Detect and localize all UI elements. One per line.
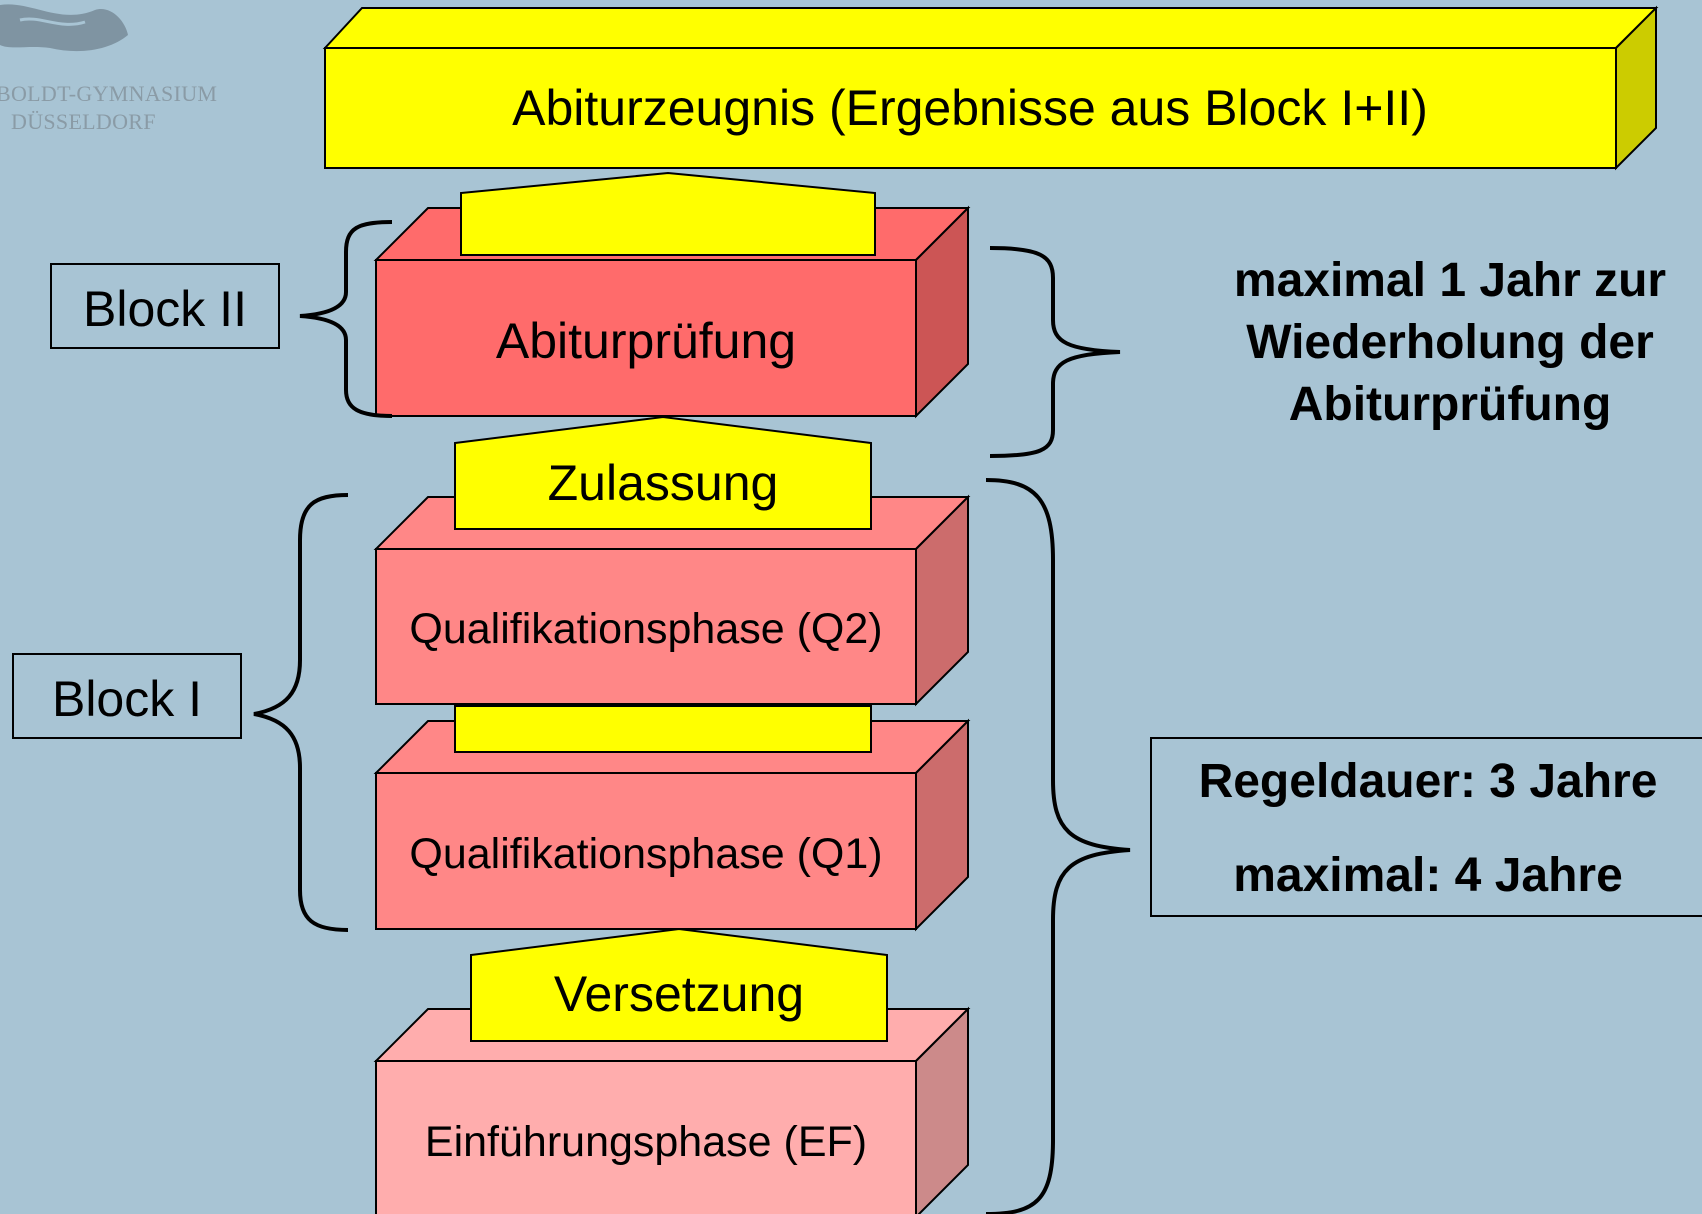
retry-brace — [989, 246, 1121, 458]
duration-line-1: Regeldauer: 3 Jahre — [1199, 755, 1658, 808]
block-1-label: Block I — [52, 671, 202, 727]
duration-brace — [985, 478, 1131, 1214]
block-2-label-box: Block II — [50, 263, 280, 349]
versetzung-arrow: Versetzung — [470, 927, 888, 1042]
retry-line-2: Wiederholung der — [1246, 316, 1654, 369]
ef-label: Einführungsphase (EF) — [425, 1118, 867, 1166]
arrow-to-abiturzeugnis — [460, 171, 876, 256]
q2-label: Qualifikationsphase (Q2) — [409, 605, 882, 653]
retry-line-1: maximal 1 Jahr zur — [1234, 254, 1666, 307]
logo-line-2: DÜSSELDORF — [11, 109, 156, 134]
logo-emblem-icon — [0, 4, 128, 52]
abiturzeugnis-label: Abiturzeugnis (Ergebnisse aus Block I+II… — [512, 80, 1428, 136]
block-2-brace — [299, 220, 393, 418]
q1-label: Qualifikationsphase (Q1) — [409, 830, 882, 878]
duration-box: Regeldauer: 3 Jahre maximal: 4 Jahre — [1150, 737, 1702, 917]
versetzung-label: Versetzung — [554, 966, 804, 1022]
logo-line-1: BOLDT-GYMNASIUM — [0, 81, 218, 106]
abiturzeugnis-box: Abiturzeugnis (Ergebnisse aus Block I+II… — [322, 5, 1659, 171]
block-1-brace — [253, 493, 349, 932]
zulassung-arrow: Zulassung — [454, 415, 872, 530]
duration-line-2: maximal: 4 Jahre — [1233, 849, 1623, 902]
retry-note: maximal 1 Jahr zur Wiederholung der Abit… — [1234, 254, 1666, 431]
school-logo: BOLDT-GYMNASIUM DÜSSELDORF — [0, 80, 217, 136]
abiturpruefung-label: Abiturprüfung — [496, 313, 796, 369]
block-2-label: Block II — [83, 281, 247, 337]
block-1-label-box: Block I — [12, 653, 242, 739]
zulassung-label: Zulassung — [548, 455, 779, 511]
q1-to-q2-connector — [454, 705, 872, 753]
retry-line-3: Abiturprüfung — [1289, 378, 1612, 431]
